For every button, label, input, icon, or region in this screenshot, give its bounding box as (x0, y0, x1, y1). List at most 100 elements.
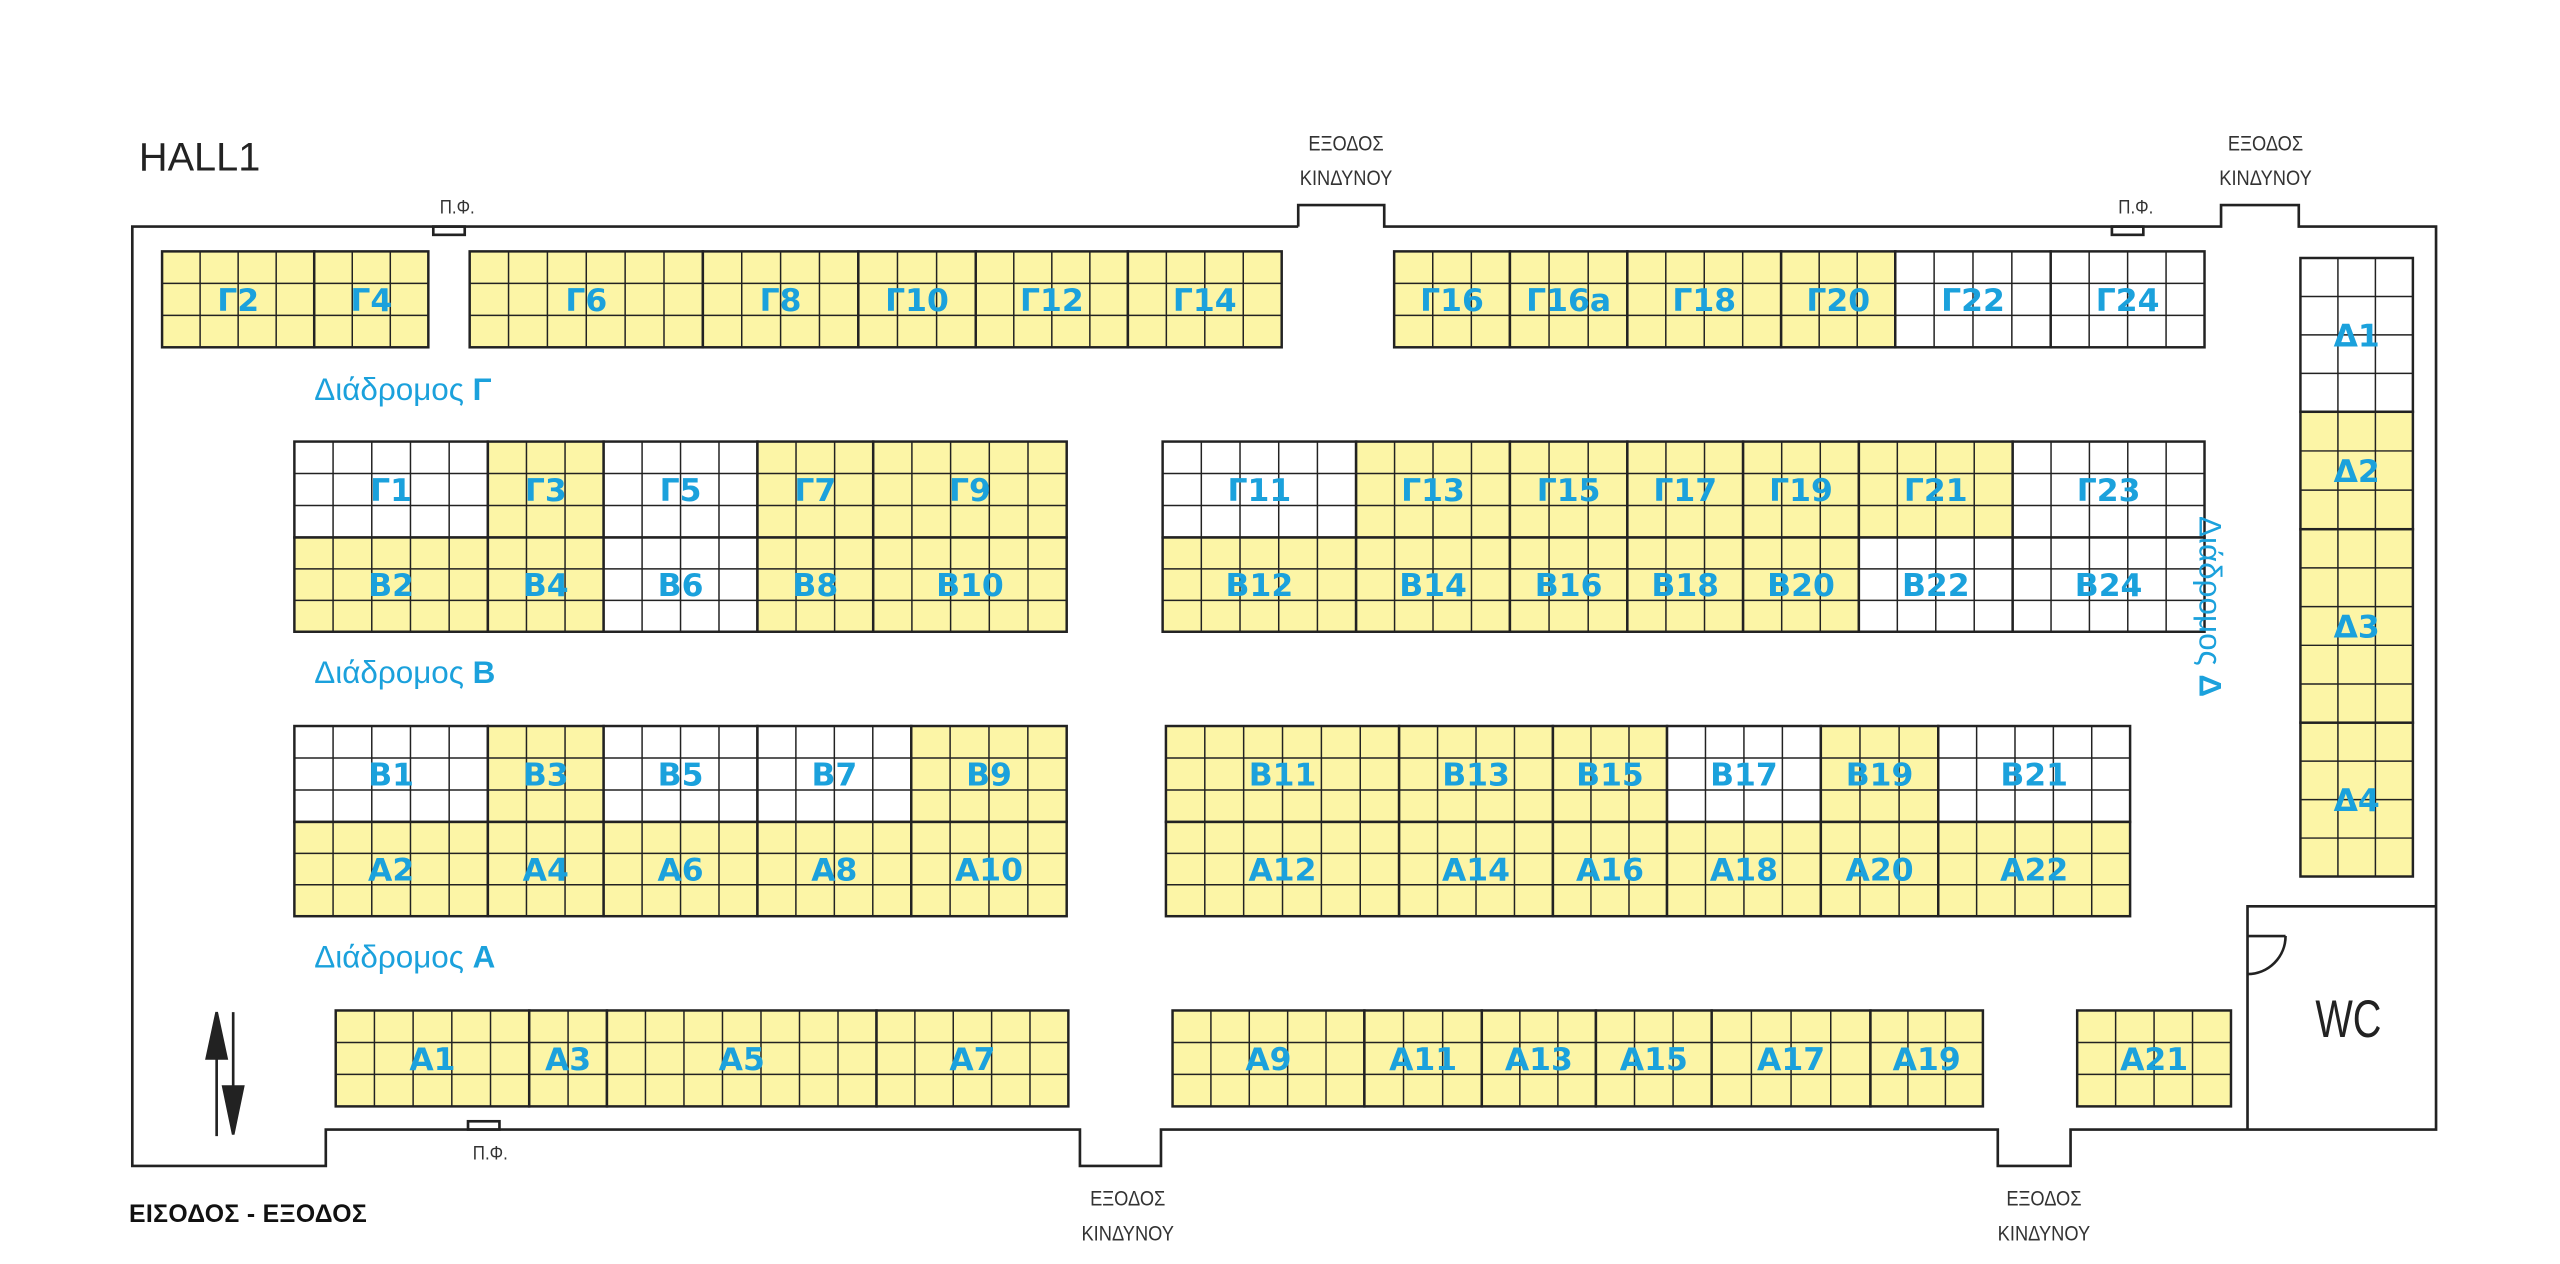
stand-ce934[interactable]: Γ4 (312, 250, 430, 349)
pf-label-3: Π.Φ. (472, 1141, 508, 1165)
stand-label: Γ23 (2077, 473, 2141, 509)
stand-ce9313[interactable]: Γ13 (1354, 440, 1512, 539)
stand-ce939[interactable]: Γ9 (871, 440, 1068, 539)
stand-ce9224[interactable]: Β24 (2011, 536, 2206, 633)
stand-ce9114[interactable]: Α14 (1397, 820, 1555, 918)
stand-ce925[interactable]: Β5 (602, 724, 759, 824)
stand-ce9213[interactable]: Β13 (1397, 724, 1555, 824)
stand-ce9322[interactable]: Γ22 (1894, 250, 2052, 349)
stand-ce9321[interactable]: Γ21 (1857, 440, 2014, 539)
stand-ce9120[interactable]: Α20 (1819, 820, 1940, 918)
stand-ce9214[interactable]: Β14 (1354, 536, 1512, 633)
stand-ce932[interactable]: Γ2 (160, 250, 316, 349)
stand-ce9110[interactable]: Α10 (910, 820, 1068, 918)
stand-fill (1820, 821, 1939, 917)
stand-label: Δ3 (2334, 610, 2380, 646)
stand-ce912[interactable]: Α2 (293, 820, 490, 918)
stand-ce9222[interactable]: Β22 (1857, 536, 2014, 633)
stand-ce931[interactable]: Γ1 (293, 440, 490, 539)
stand-ce936[interactable]: Γ6 (468, 250, 705, 349)
stand-label: Γ17 (1653, 473, 1717, 509)
stand-ce944[interactable]: Δ4 (2299, 721, 2415, 878)
stand-grid (1820, 821, 1939, 917)
stand-label: Α8 (811, 853, 857, 889)
stand-ce9218[interactable]: Β18 (1626, 536, 1745, 633)
stand-ce9221[interactable]: Β21 (1937, 724, 2132, 824)
stand-ce9314[interactable]: Γ14 (1126, 250, 1283, 349)
stand-ce9317[interactable]: Γ17 (1626, 440, 1745, 539)
stand-ce913[interactable]: Α3 (527, 1009, 609, 1108)
stand-ce9115[interactable]: Α15 (1594, 1009, 1713, 1108)
stand-ce9316[interactable]: Γ16 (1392, 250, 1512, 349)
stand-label: Γ16a (1526, 283, 1611, 319)
stand-grid (487, 441, 604, 538)
stand-ce9217[interactable]: Β17 (1665, 724, 1823, 824)
stand-label: Α7 (949, 1042, 995, 1078)
stand-grid (529, 1010, 607, 1107)
stand-grid (294, 441, 488, 538)
stand-ce923[interactable]: Β3 (486, 724, 605, 824)
stand-fill (1743, 441, 1859, 538)
stand-ce9318[interactable]: Γ18 (1626, 250, 1783, 349)
stand-ce9113[interactable]: Α13 (1480, 1009, 1598, 1108)
stand-ce9215[interactable]: Β15 (1551, 724, 1669, 824)
stand-ce937[interactable]: Γ7 (756, 440, 875, 539)
stand-ce928[interactable]: Β8 (756, 536, 875, 633)
stand-ce9320[interactable]: Γ20 (1779, 250, 1897, 349)
stand-fill (2300, 529, 2413, 723)
stand-ce9116[interactable]: Α16 (1551, 820, 1669, 918)
stand-ce943[interactable]: Δ3 (2299, 527, 2415, 724)
stand-ce9220[interactable]: Β20 (1741, 536, 1861, 633)
stand-ce9121[interactable]: Α21 (2075, 1009, 2233, 1108)
stand-ce9122[interactable]: Α22 (1937, 820, 2132, 918)
stand-grid (2300, 722, 2413, 877)
stand-ce924[interactable]: Β4 (486, 536, 605, 633)
stand-fill (1552, 726, 1668, 822)
stand-ce9323[interactable]: Γ23 (2011, 440, 2206, 539)
stand-ce911[interactable]: Α1 (334, 1009, 531, 1108)
stand-ce914[interactable]: Α4 (486, 820, 605, 918)
stand-ce9117[interactable]: Α17 (1710, 1009, 1872, 1108)
stand-ce9219[interactable]: Β19 (1819, 724, 1940, 824)
stand-ce9312[interactable]: Γ12 (974, 250, 1130, 349)
stand-ce919[interactable]: Α9 (1171, 1009, 1366, 1108)
stand-ce9118[interactable]: Α18 (1665, 820, 1823, 918)
stand-ce9216[interactable]: Β16 (1508, 536, 1629, 633)
pf-marker-2 (2110, 225, 2145, 237)
stand-ce9210[interactable]: Β10 (871, 536, 1068, 633)
stand-ce942[interactable]: Δ2 (2299, 410, 2415, 531)
stand-label: Β8 (792, 568, 838, 604)
stand-ce929[interactable]: Β9 (910, 724, 1068, 824)
stand-ce933[interactable]: Γ3 (486, 440, 605, 539)
stand-label: Γ1 (370, 473, 412, 509)
stand-fill (1509, 537, 1628, 632)
stand-ce915[interactable]: Α5 (605, 1009, 878, 1108)
stand-label: Γ8 (760, 283, 802, 319)
stand-ce9319[interactable]: Γ19 (1741, 440, 1861, 539)
stand-ce917[interactable]: Α7 (875, 1009, 1070, 1108)
stand-label: Β20 (1767, 568, 1835, 604)
stand-ce926[interactable]: Β6 (602, 536, 759, 633)
stand-ce9211[interactable]: Β11 (1164, 724, 1401, 824)
stand-grid (873, 441, 1067, 538)
stand-ce9310[interactable]: Γ10 (857, 250, 977, 349)
stand-ce9315[interactable]: Γ15 (1508, 440, 1629, 539)
stand-ce9311[interactable]: Γ11 (1161, 440, 1358, 539)
stand-ce921[interactable]: Β1 (293, 724, 490, 824)
stand-ce9112[interactable]: Α12 (1164, 820, 1401, 918)
stand-ce941[interactable]: Δ1 (2299, 256, 2415, 414)
stand-ce916[interactable]: Α6 (602, 820, 759, 918)
stand-ce9316a[interactable]: Γ16a (1508, 250, 1629, 349)
stand-ce9111[interactable]: Α11 (1363, 1009, 1484, 1108)
hall-walls (130, 203, 2438, 1168)
stand-ce938[interactable]: Γ8 (701, 250, 860, 349)
stand-ce9212[interactable]: Β12 (1161, 536, 1358, 633)
stand-ce9324[interactable]: Γ24 (2049, 250, 2206, 349)
stand-grid (1938, 726, 2131, 822)
stand-ce927[interactable]: Β7 (756, 724, 913, 824)
stand-label: Α18 (1710, 853, 1778, 889)
stand-ce918[interactable]: Α8 (756, 820, 913, 918)
stand-ce9119[interactable]: Α19 (1869, 1009, 1985, 1108)
stand-ce922[interactable]: Β2 (293, 536, 490, 633)
stand-ce935[interactable]: Γ5 (602, 440, 759, 539)
